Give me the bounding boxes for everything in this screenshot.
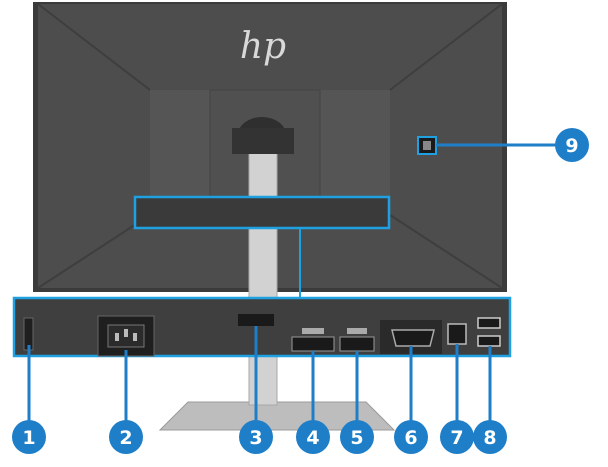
callout-number-5: 5	[350, 427, 363, 449]
callout-badge-7	[440, 420, 474, 454]
callout-badge-4	[296, 420, 330, 454]
callout-badge-8	[473, 420, 507, 454]
ports-panel-detail	[12, 296, 512, 358]
callout-badges: 1 2 3 4 5 6 7 8	[12, 128, 589, 454]
vga-icon	[391, 329, 435, 347]
callout-number-4: 4	[306, 427, 319, 449]
monitor-stand	[158, 117, 396, 431]
hdmi-label-plate	[347, 328, 367, 334]
usb-a-upper-icon	[477, 317, 501, 329]
power-button-detail	[423, 141, 431, 150]
bevel-line-bottom-right	[389, 214, 503, 289]
bevel-line-top-right	[389, 3, 503, 91]
power-pin-left	[115, 333, 119, 341]
callout-badge-3	[239, 420, 273, 454]
callout-8: 8	[473, 420, 507, 454]
callout-5: 5	[340, 420, 374, 454]
callout-badge-1	[12, 420, 46, 454]
callout-number-3: 3	[249, 427, 262, 449]
brand-logo: hp	[240, 26, 286, 67]
callout-number-1: 1	[22, 427, 35, 449]
displayport-icon	[291, 336, 335, 352]
callout-6: 6	[394, 420, 428, 454]
callout-leader-lines	[27, 143, 556, 425]
callout-badge-5	[340, 420, 374, 454]
callout-9: 9	[555, 128, 589, 162]
callout-number-2: 2	[119, 427, 132, 449]
callout-number-8: 8	[483, 427, 496, 449]
cable-clip-icon	[238, 314, 274, 326]
power-pin-right	[133, 333, 137, 341]
usb-b-icon	[447, 323, 467, 345]
callout-number-6: 6	[404, 427, 417, 449]
bevel-line-bottom-left	[37, 214, 151, 289]
callout-2: 2	[109, 420, 143, 454]
stand-hinge-plate	[232, 128, 294, 154]
ports-region-highlight	[133, 195, 391, 230]
power-pin-center	[124, 329, 128, 337]
callout-1: 1	[12, 420, 46, 454]
callout-number-7: 7	[450, 427, 463, 449]
callout-badge-2	[109, 420, 143, 454]
bevel-line-top-left	[37, 3, 151, 91]
usb-a-lower-icon	[477, 335, 501, 347]
callout-badge-9	[555, 128, 589, 162]
callout-number-9: 9	[565, 135, 578, 157]
callout-4: 4	[296, 420, 330, 454]
hdmi-icon	[339, 336, 375, 352]
callout-7: 7	[440, 420, 474, 454]
stand-neck	[248, 139, 278, 406]
callout-badge-6	[394, 420, 428, 454]
callout-3: 3	[239, 420, 273, 454]
displayport-label-plate	[302, 328, 324, 334]
